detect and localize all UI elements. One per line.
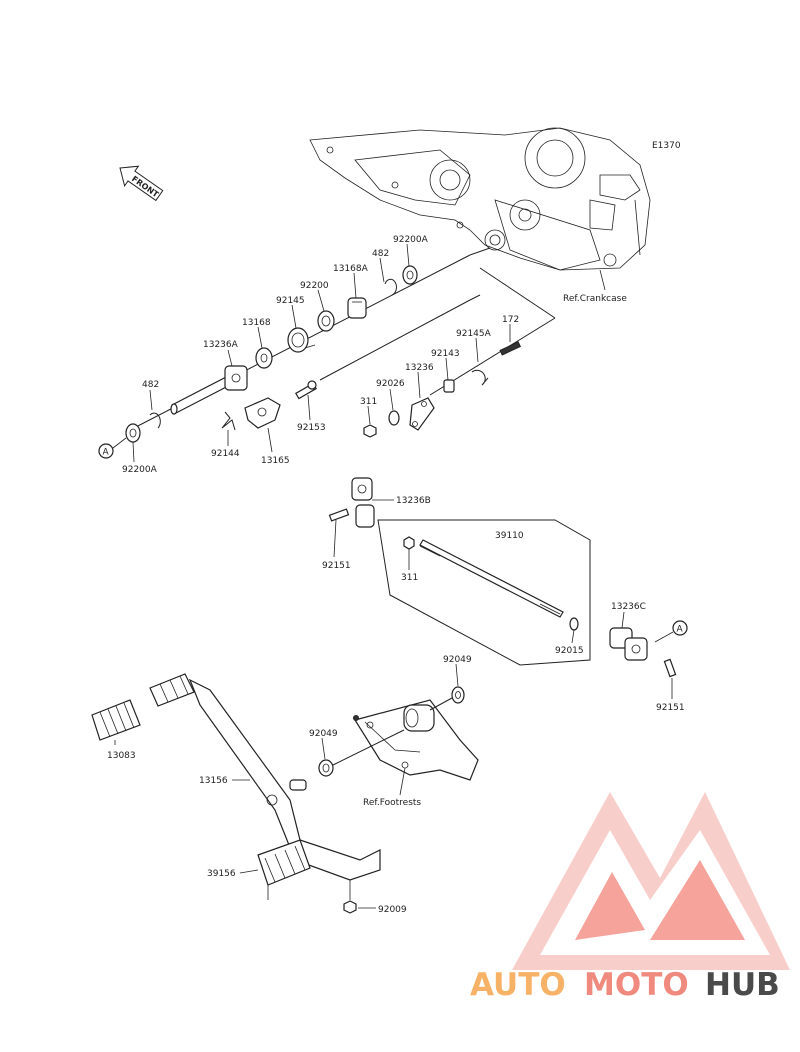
label-92200A-top: 92200A bbox=[393, 235, 429, 245]
label-92009: 92009 bbox=[378, 905, 407, 915]
label-13156: 13156 bbox=[199, 776, 228, 786]
watermark-wordmark: AUTO MOTO HUB bbox=[470, 967, 780, 1003]
washer-92200A-top bbox=[402, 265, 418, 285]
label-92049-top: 92049 bbox=[443, 655, 472, 665]
label-13236B: 13236B bbox=[396, 496, 431, 506]
watermark-hub: HUB bbox=[705, 967, 780, 1003]
spring-92145 bbox=[287, 327, 316, 353]
label-311-mid: 311 bbox=[401, 573, 418, 583]
label-92049-mid: 92049 bbox=[309, 729, 338, 739]
shift-pedal-group bbox=[91, 673, 381, 914]
label-13168A: 13168A bbox=[333, 264, 369, 274]
label-92143: 92143 bbox=[431, 349, 460, 359]
tie-rod-labels: 13236B 92151 39110 311 92015 13236C 9215… bbox=[322, 496, 685, 713]
svg-text:A: A bbox=[677, 625, 684, 635]
shift-shaft-13236A bbox=[170, 365, 248, 415]
collar-92143 bbox=[443, 379, 455, 393]
label-92200A-left: 92200A bbox=[122, 465, 158, 475]
label-92151-left: 92151 bbox=[322, 561, 351, 571]
label-13236A: 13236A bbox=[203, 340, 239, 350]
bolt-92153 bbox=[295, 380, 317, 400]
link-13236 bbox=[409, 397, 435, 431]
label-39156: 39156 bbox=[207, 869, 236, 879]
label-482-top: 482 bbox=[372, 249, 389, 259]
ref-crankcase-label: Ref.Crankcase bbox=[563, 294, 627, 304]
svg-text:A: A bbox=[103, 448, 110, 458]
label-92151-right: 92151 bbox=[656, 703, 685, 713]
label-39110: 39110 bbox=[495, 531, 524, 541]
label-13168: 13168 bbox=[242, 318, 271, 328]
label-92144: 92144 bbox=[211, 449, 240, 459]
label-92145A: 92145A bbox=[456, 329, 492, 339]
diagram-code: E1370 bbox=[652, 141, 681, 151]
watermark-auto: AUTO bbox=[470, 967, 566, 1003]
upper-labels: 92200A 482 13168A 92200 92145 13168 1323… bbox=[122, 235, 519, 475]
label-311-top: 311 bbox=[360, 397, 377, 407]
label-13236: 13236 bbox=[405, 363, 434, 373]
front-arrow-icon: FRONT bbox=[119, 165, 164, 202]
label-92145: 92145 bbox=[276, 296, 305, 306]
spring-92144 bbox=[221, 411, 236, 431]
label-482-left: 482 bbox=[142, 380, 159, 390]
collar-13168A bbox=[347, 297, 367, 319]
label-172: 172 bbox=[502, 315, 519, 325]
label-92026: 92026 bbox=[376, 379, 405, 389]
nut-311-top bbox=[363, 424, 377, 438]
label-13083: 13083 bbox=[107, 751, 136, 761]
washer-92200A-left bbox=[125, 423, 141, 443]
circlip-482-top bbox=[384, 278, 397, 296]
label-13165: 13165 bbox=[261, 456, 290, 466]
crankcase-outline bbox=[309, 127, 651, 271]
label-92153: 92153 bbox=[297, 423, 326, 433]
label-13236C: 13236C bbox=[611, 602, 646, 612]
callout-a-left: A bbox=[98, 437, 127, 459]
lever-13165 bbox=[244, 397, 281, 429]
washer-13168 bbox=[255, 347, 273, 369]
callout-a-right: A bbox=[654, 620, 688, 643]
watermark-moto: MOTO bbox=[584, 967, 689, 1003]
circlip-482-left bbox=[149, 412, 161, 429]
label-92200: 92200 bbox=[300, 281, 329, 291]
spring-92145A bbox=[471, 369, 489, 386]
watermark-logo bbox=[512, 792, 790, 970]
pedal-labels: 92049 92049 13083 13156 Ref.Footrests 39… bbox=[107, 655, 472, 915]
tie-rod-group bbox=[328, 477, 677, 678]
washer-92026 bbox=[388, 410, 400, 426]
ref-footrests-label: Ref.Footrests bbox=[363, 798, 421, 808]
washer-92200 bbox=[317, 310, 335, 332]
pin-172 bbox=[499, 341, 521, 356]
footrest-bracket bbox=[318, 686, 479, 781]
label-92015: 92015 bbox=[555, 646, 584, 656]
